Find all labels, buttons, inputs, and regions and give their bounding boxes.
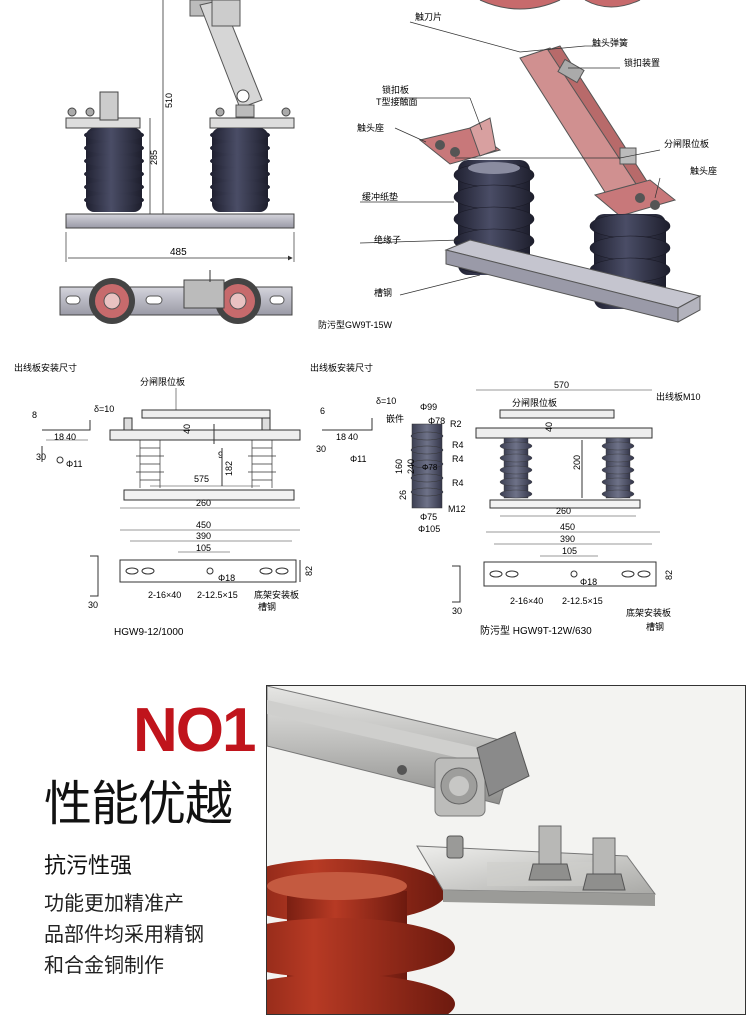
hgw9-d18: 18 (54, 432, 64, 442)
hgw9t-d30: 30 (316, 444, 326, 454)
hgw9t-d82: 82 (664, 570, 674, 580)
hgw9t-d6: 6 (320, 406, 325, 416)
dim-510: 510 (164, 93, 174, 108)
hgw9t-d18: 18 (336, 432, 346, 442)
gw9t-15w-illustration: 触刀片 触头弹簧 锁扣装置 锁扣板 T型接触面 触头座 分闸限位板 触头座 缓冲… (318, 0, 717, 330)
hgw9t-d40: 40 (348, 432, 358, 442)
label-contact-base: 触头座 (357, 122, 384, 133)
hgw9-channel: 槽钢 (258, 601, 276, 612)
hgw9t-d40b: 40 (544, 422, 554, 432)
hgw9-d40b: 40 (182, 424, 192, 434)
hgw9t-outlet-plate: 出线板M10 (656, 391, 701, 402)
hgw9t-d570: 570 (554, 380, 569, 390)
label-contact-spring: 触头弹簧 (592, 37, 628, 48)
promo-desc-line: 品部件均采用精钢 (44, 922, 204, 946)
hgw9t-insert: 嵌件 (386, 413, 404, 424)
label-buffer-pad: 缓冲纸垫 (362, 191, 398, 202)
technical-drawings: 510 285 (14, 0, 717, 638)
hgw9-base-plate: 底架安装板 (254, 589, 299, 600)
promo-section: NO1 性能优越 抗污性强 功能更加精准产 品部件均采用精钢 和合金铜制作 (0, 680, 750, 1036)
hgw9t-r4b: R4 (452, 454, 464, 464)
label-latch-device: 锁扣装置 (624, 57, 660, 68)
hgw9t-d240: 240 (406, 459, 416, 474)
hgw9t-d30b: 30 (452, 606, 462, 616)
hgw9t-phi18: Φ18 (580, 577, 597, 587)
hgw9t-r2: R2 (450, 419, 462, 429)
hgw9-12-drawing: 出线板安装尺寸 分闸限位板 δ=10 8 18 40 30 Φ11 40 9 1… (14, 362, 314, 638)
hgw9-d30: 30 (36, 452, 46, 462)
hgw9-phi11: Φ11 (66, 459, 83, 469)
hgw9-phi18: Φ18 (218, 573, 235, 583)
hgw9-open-limit: 分闸限位板 (140, 376, 185, 387)
label-open-limit-plate: 分闸限位板 (664, 138, 709, 149)
hgw9t-d26: 26 (398, 490, 408, 500)
hgw9-delta: δ=10 (94, 404, 114, 414)
hgw9t-phi75: Φ75 (420, 512, 437, 522)
hgw9t-holes-b: 2-12.5×15 (562, 596, 603, 606)
hgw9-d30b: 30 (88, 600, 98, 610)
front-view-drawing: 510 285 (59, 0, 295, 324)
hgw9t-base-plate: 底架安装板 (626, 607, 671, 618)
promo-headline: 性能优越 (44, 776, 233, 832)
hgw9t-phi78: Φ78 (428, 416, 445, 426)
hgw9t-open-limit: 分闸限位板 (512, 397, 557, 408)
hgw9-d8: 8 (32, 410, 37, 420)
label-blade: 触刀片 (415, 11, 442, 22)
hgw9-d105: 105 (196, 543, 211, 553)
model-hgw9t-12w: 防污型 HGW9T-12W/630 (480, 624, 592, 637)
hgw9t-12w-drawing: 出线板安装尺寸 δ=10 6 18 40 30 Φ11 嵌件 Φ99 Φ78 R… (310, 362, 701, 637)
hgw9t-phi78-mid: Φ78 (422, 463, 438, 472)
label-latch-plate: 锁扣板 (382, 84, 409, 95)
hgw9t-d200: 200 (572, 455, 582, 470)
model-gw9t-15w: 防污型GW9T-15W (318, 319, 393, 330)
hgw9t-d390: 390 (560, 534, 575, 544)
hgw9-d390: 390 (196, 531, 211, 541)
hgw9-holes-b: 2-12.5×15 (197, 590, 238, 600)
hgw9-caption: 出线板安装尺寸 (14, 362, 77, 373)
hgw9t-caption: 出线板安装尺寸 (310, 362, 373, 373)
hgw9-d40a: 40 (66, 432, 76, 442)
dim-485: 485 (170, 247, 187, 258)
hgw9t-d450: 450 (560, 522, 575, 532)
hgw9t-r4c: R4 (452, 478, 464, 488)
promo-desc-line: 和合金铜制作 (44, 953, 164, 977)
hgw9-d9: 9 (218, 450, 223, 460)
model-hgw9-12: HGW9-12/1000 (114, 627, 184, 638)
label-contact-base-right: 触头座 (690, 165, 717, 176)
hgw9-d82: 82 (304, 566, 314, 576)
hgw9t-d260: 260 (556, 506, 571, 516)
hgw9t-d105: 105 (562, 546, 577, 556)
hgw9t-m12: M12 (448, 504, 466, 514)
promo-badge: NO1 (133, 696, 256, 765)
label-channel-steel: 槽钢 (374, 287, 392, 298)
hgw9t-phi105: Φ105 (418, 524, 440, 534)
hgw9t-phi11: Φ11 (350, 454, 367, 464)
promo-desc-line: 功能更加精准产 (44, 891, 184, 915)
hgw9t-holes-a: 2-16×40 (510, 596, 543, 606)
hgw9t-r4a: R4 (452, 440, 464, 450)
hgw9t-delta: δ=10 (376, 396, 396, 406)
hgw9-d575: 575 (194, 474, 209, 484)
hgw9-d260: 260 (196, 498, 211, 508)
promo-subheadline: 抗污性强 (44, 854, 133, 879)
hgw9-d450: 450 (196, 520, 211, 530)
dim-285: 285 (149, 150, 159, 165)
hgw9t-phi99: Φ99 (420, 402, 437, 412)
product-photo (266, 685, 746, 1015)
hgw9t-channel: 槽钢 (646, 621, 664, 632)
label-t-contact: T型接触面 (376, 96, 418, 107)
hgw9-d182: 182 (224, 461, 234, 476)
promo-description: 功能更加精准产 品部件均采用精钢 和合金铜制作 (44, 888, 244, 981)
hgw9t-d160: 160 (394, 459, 404, 474)
label-insulator: 绝缘子 (374, 234, 401, 245)
hgw9-holes-a: 2-16×40 (148, 590, 181, 600)
